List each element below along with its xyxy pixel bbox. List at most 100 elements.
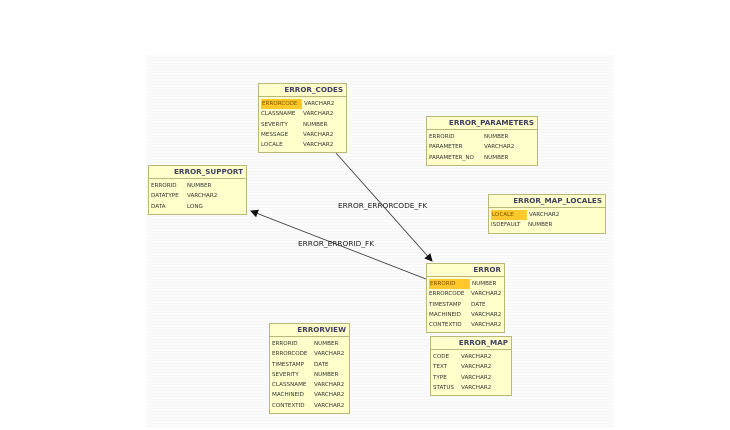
column-type: NUMBER xyxy=(528,222,553,229)
column-type: LONG xyxy=(187,203,203,210)
entity-title: ERROR xyxy=(427,264,504,277)
column-type: VARCHAR2 xyxy=(461,354,492,360)
column-name: MACHINEID xyxy=(429,311,461,318)
entity-title: ERROR_PARAMETERS xyxy=(427,117,537,130)
column-row: ERRORID NUMBER xyxy=(272,339,347,349)
key-column-name: LOCALE xyxy=(491,210,527,221)
column-row: DATATYPE VARCHAR2 xyxy=(151,191,244,201)
column-name: ISDEFAULT xyxy=(491,222,521,229)
column-name: CLASSNAME xyxy=(272,382,307,389)
column-type: VARCHAR2 xyxy=(314,392,345,399)
key-column-name: ERRORCODE xyxy=(261,99,302,110)
entity-title: ERRORVIEW xyxy=(270,324,349,337)
column-type: VARCHAR2 xyxy=(303,131,334,138)
column-row: MESSAGE VARCHAR2 xyxy=(261,130,344,140)
column-row: CONTEXTID VARCHAR2 xyxy=(272,401,347,411)
entity-title: ERROR_CODES xyxy=(259,84,346,97)
column-name: ERRORID xyxy=(272,341,298,347)
column-name: CONTEXTID xyxy=(272,402,305,409)
entity-error-support[interactable]: ERROR_SUPPORT ERRORID NUMBER DATATYPE VARCH… xyxy=(148,165,247,215)
column-row: MACHINEID VARCHAR2 xyxy=(272,390,347,400)
column-name: ERRORCODE xyxy=(272,351,308,358)
column-type: NUMBER xyxy=(314,371,339,378)
column-name: TIMESTAMP xyxy=(429,301,461,308)
column-type: NUMBER xyxy=(484,154,509,161)
column-name: ERRORID xyxy=(151,183,177,189)
column-row: ISDEFAULT NUMBER xyxy=(491,220,603,230)
column-row: CLASSNAME VARCHAR2 xyxy=(272,380,347,390)
column-type: VARCHAR2 xyxy=(529,212,560,218)
column-type: VARCHAR2 xyxy=(314,351,345,358)
column-name: PARAMETER_NO xyxy=(429,154,474,161)
entity-title: ERROR_SUPPORT xyxy=(149,166,246,179)
column-type: NUMBER xyxy=(314,341,339,347)
fk-label-errorcode: ERROR_ERRORCODE_FK xyxy=(338,201,428,210)
entity-errorview[interactable]: ERRORVIEW ERRORID NUMBER ERRORCODE VARCHAR2… xyxy=(269,323,350,415)
column-type: VARCHAR2 xyxy=(304,101,335,107)
column-name: CODE xyxy=(433,354,450,360)
fk-line-errorcode xyxy=(335,152,433,262)
column-type: VARCHAR2 xyxy=(303,111,334,118)
column-type: VARCHAR2 xyxy=(471,291,502,298)
column-type: VARCHAR2 xyxy=(471,311,502,318)
fk-label-errorid: ERROR_ERRORID_FK xyxy=(298,239,375,248)
column-name: TEXT xyxy=(433,364,448,371)
column-type: VARCHAR2 xyxy=(303,142,334,149)
column-row: CODE VARCHAR2 xyxy=(433,352,509,362)
column-type: VARCHAR2 xyxy=(314,382,345,389)
entity-title: ERROR_MAP xyxy=(431,337,511,350)
column-name: ERRORCODE xyxy=(429,291,465,298)
column-type: VARCHAR2 xyxy=(461,374,492,381)
column-type: NUMBER xyxy=(303,121,328,128)
entity-title: ERROR_MAP_LOCALES xyxy=(489,195,605,208)
column-name: SEVERITY xyxy=(272,371,299,378)
column-name: DATATYPE xyxy=(151,193,179,200)
column-row: SEVERITY NUMBER xyxy=(272,370,347,380)
column-type: NUMBER xyxy=(187,183,212,189)
column-type: VARCHAR2 xyxy=(471,322,502,329)
column-type: VARCHAR2 xyxy=(484,144,515,151)
column-row: ERRORID NUMBER xyxy=(151,181,244,191)
column-name: DATA xyxy=(151,203,166,210)
column-type: NUMBER xyxy=(472,281,497,287)
column-name: CLASSNAME xyxy=(261,111,296,118)
column-name: PARAMETER xyxy=(429,144,463,151)
column-name: SEVERITY xyxy=(261,121,288,128)
column-row: ERRORCODE VARCHAR2 xyxy=(272,349,347,359)
column-row: PARAMETER_NO NUMBER xyxy=(429,153,535,163)
column-name: ERRORID xyxy=(429,134,455,140)
column-name: MACHINEID xyxy=(272,392,304,399)
column-row: CLASSNAME VARCHAR2 xyxy=(261,109,344,119)
column-row: PARAMETER VARCHAR2 xyxy=(429,142,535,152)
column-row: MACHINEID VARCHAR2 xyxy=(429,310,502,320)
column-row: LOCALE VARCHAR2 xyxy=(261,140,344,150)
column-type: VARCHAR2 xyxy=(187,193,218,200)
column-type: DATE xyxy=(471,301,486,308)
column-row: SEVERITY NUMBER xyxy=(261,120,344,130)
column-type: VARCHAR2 xyxy=(314,402,345,409)
column-type: DATE xyxy=(314,361,329,368)
column-name: LOCALE xyxy=(261,142,283,149)
column-name: MESSAGE xyxy=(261,131,289,138)
column-row: TIMESTAMP DATE xyxy=(429,300,502,310)
